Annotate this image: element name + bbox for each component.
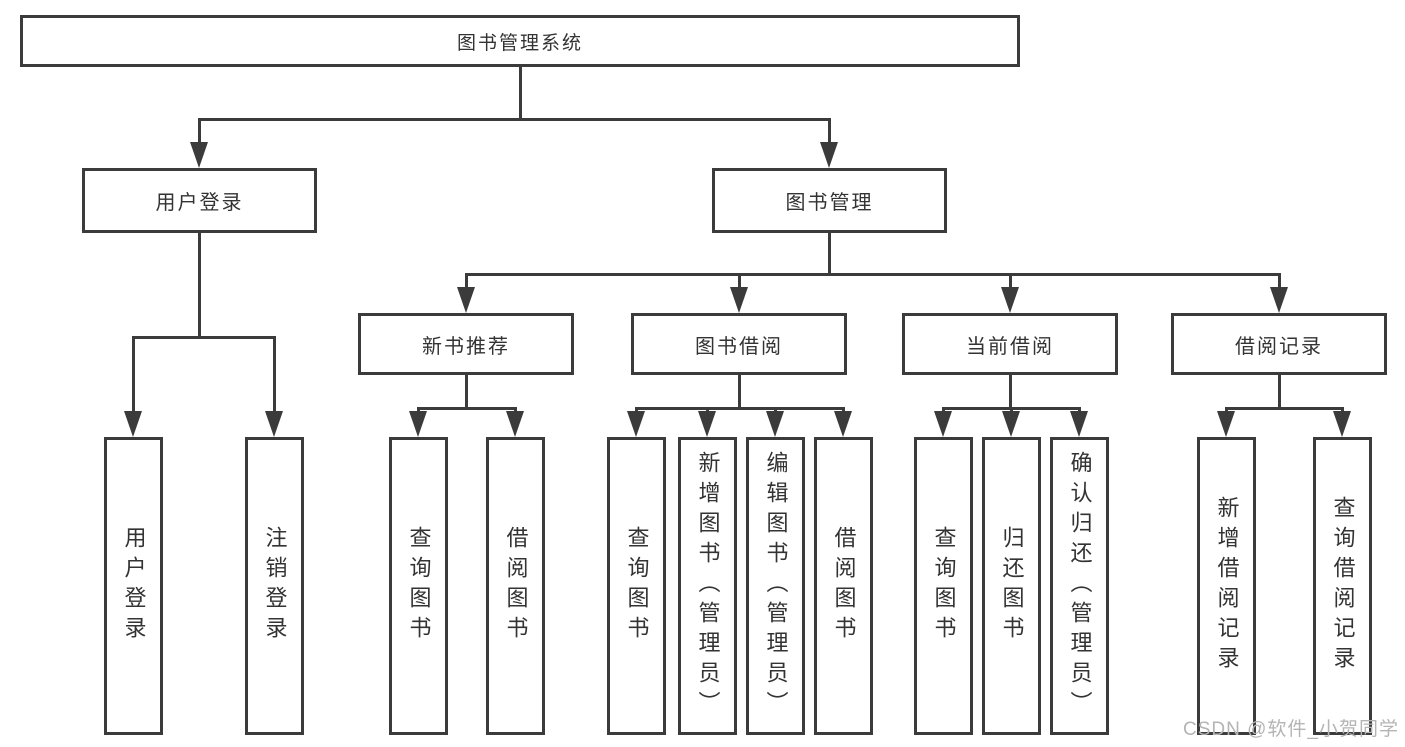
connector-stem <box>198 233 201 336</box>
connector-drop <box>738 273 741 289</box>
leaf-query-borrow-record: 查询借阅记录 <box>1313 437 1372 735</box>
leaf-logout: 注销登录 <box>245 437 304 735</box>
connector-bus <box>1225 407 1344 410</box>
arrowhead-down <box>1070 411 1088 437</box>
node-library-system: 图书管理系统 <box>20 15 1020 67</box>
arrowhead-down <box>1270 287 1288 313</box>
connector-bus <box>198 118 831 121</box>
node-borrowing-records: 借阅记录 <box>1171 313 1387 375</box>
arrowhead-down <box>457 287 475 313</box>
connector-drop <box>198 118 201 144</box>
connector-bus <box>417 407 517 410</box>
connector-drop <box>828 118 831 144</box>
connector-bus <box>635 407 845 410</box>
arrowhead-down <box>834 411 852 437</box>
connector-drop <box>273 336 276 413</box>
csdn-watermark: CSDN @软件_小贺同学 <box>1183 719 1399 740</box>
connector-stem <box>828 233 831 273</box>
arrowhead-down <box>124 411 142 437</box>
leaf-add-borrow-record: 新增借阅记录 <box>1197 437 1256 735</box>
arrowhead-down <box>934 411 952 437</box>
connector-stem <box>465 375 468 407</box>
connector-stem <box>519 67 522 118</box>
leaf-query-books-borrowing: 查询图书 <box>607 437 666 735</box>
node-book-borrowing: 图书借阅 <box>631 313 847 375</box>
leaf-borrow-books-recommend: 借阅图书 <box>486 437 545 735</box>
connector-drop <box>132 336 135 413</box>
leaf-user-login: 用户登录 <box>104 437 163 735</box>
connector-stem <box>1278 375 1281 407</box>
arrowhead-down <box>1002 411 1020 437</box>
leaf-confirm-return-admin: 确认归还（管理员） <box>1050 437 1109 735</box>
connector-bus <box>132 336 276 339</box>
leaf-query-books-recommend: 查询图书 <box>389 437 448 735</box>
connector-drop <box>1009 273 1012 289</box>
arrowhead-down <box>265 411 283 437</box>
arrowhead-down <box>698 411 716 437</box>
connector-drop <box>1278 273 1281 289</box>
arrowhead-down <box>820 142 838 168</box>
arrowhead-down <box>1217 411 1235 437</box>
connector-stem <box>1009 375 1012 407</box>
leaf-edit-books-admin: 编辑图书（管理员） <box>746 437 805 735</box>
arrowhead-down <box>730 287 748 313</box>
connector-drop <box>465 273 468 289</box>
arrowhead-down <box>766 411 784 437</box>
node-user-login: 用户登录 <box>82 168 317 233</box>
leaf-return-books: 归还图书 <box>982 437 1041 735</box>
arrowhead-down <box>1001 287 1019 313</box>
arrowhead-down <box>190 142 208 168</box>
node-book-management: 图书管理 <box>712 168 947 233</box>
connector-stem <box>738 375 741 407</box>
node-current-borrowing: 当前借阅 <box>902 313 1118 375</box>
leaf-borrow-books: 借阅图书 <box>814 437 873 735</box>
arrowhead-down <box>627 411 645 437</box>
leaf-add-books-admin: 新增图书（管理员） <box>678 437 737 735</box>
leaf-query-books-current: 查询图书 <box>914 437 973 735</box>
arrowhead-down <box>1333 411 1351 437</box>
arrowhead-down <box>409 411 427 437</box>
arrowhead-down <box>506 411 524 437</box>
connector-bus <box>465 273 1281 276</box>
node-new-book-recommend: 新书推荐 <box>358 313 574 375</box>
